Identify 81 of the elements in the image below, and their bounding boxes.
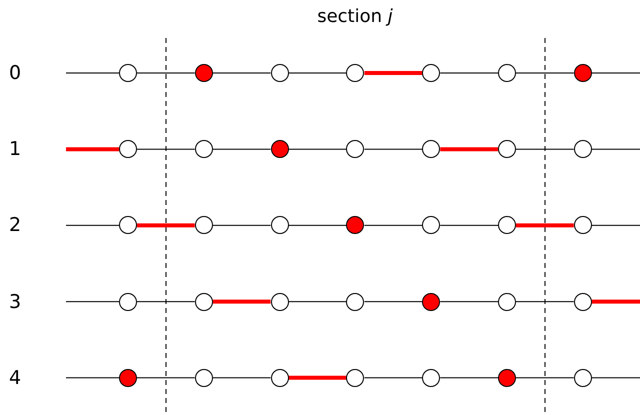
line-segment: [364, 224, 423, 226]
line-segment: [364, 301, 423, 302]
line-segment: [440, 72, 498, 74]
line-segment: [66, 301, 120, 302]
row-label: 2: [9, 214, 22, 236]
line-segment: [440, 377, 498, 378]
title: section j: [317, 6, 393, 28]
line-segment: [136, 72, 196, 74]
line-segment: [212, 377, 272, 378]
node-circle: [270, 292, 289, 311]
node-circle: [119, 292, 137, 311]
row-label: 0: [9, 62, 22, 84]
line-segment: [288, 148, 347, 150]
node-circle: [119, 216, 137, 234]
node-circle: [498, 216, 516, 234]
node-circle: [574, 368, 592, 387]
filled-node-dot: [194, 64, 213, 82]
line-segment: [137, 223, 195, 228]
node-circle: [574, 140, 592, 158]
node-circle: [346, 64, 364, 82]
line-segment: [212, 224, 272, 226]
line-segment: [516, 223, 574, 228]
row-label: 4: [9, 366, 22, 389]
line-segment: [212, 72, 272, 74]
node-circle: [270, 64, 289, 82]
node-circle: [270, 368, 289, 387]
node-circle: [194, 216, 213, 234]
line-segment: [288, 224, 347, 226]
node-circle: [422, 368, 440, 387]
line-segment: [364, 148, 423, 150]
node-circle: [422, 140, 440, 158]
line-segment: [591, 377, 640, 378]
line-segment: [66, 377, 120, 378]
node-circle: [119, 140, 137, 158]
line-segment: [516, 377, 574, 378]
line-segment: [136, 377, 196, 378]
node-circle: [498, 292, 516, 311]
line-segment: [288, 376, 346, 380]
node-circle: [498, 140, 516, 158]
line-segment: [136, 148, 196, 150]
filled-node-dot: [422, 292, 440, 311]
node-circle: [270, 216, 289, 234]
node-circle: [194, 140, 213, 158]
line-segment: [212, 300, 271, 304]
node-circle: [574, 216, 592, 234]
line-segment: [591, 72, 640, 74]
line-segment: [591, 224, 640, 226]
node-circle: [346, 368, 364, 387]
node-circle: [422, 64, 440, 82]
filled-node-dot: [498, 368, 516, 387]
line-segment: [136, 301, 196, 302]
line-segment: [212, 148, 272, 150]
line-segment: [440, 224, 498, 226]
node-circle: [498, 64, 516, 82]
line-segment: [66, 72, 120, 74]
line-segment: [66, 147, 119, 152]
node-circle: [422, 216, 440, 234]
filled-node-dot: [346, 216, 364, 234]
filled-node-dot: [270, 140, 289, 158]
filled-node-dot: [119, 368, 137, 387]
line-segment: [516, 301, 574, 302]
node-circle: [119, 64, 137, 82]
line-segment: [66, 224, 120, 226]
row-label: 3: [9, 290, 22, 313]
node-circle: [194, 368, 213, 387]
row-label: 1: [9, 138, 22, 160]
line-segment: [516, 148, 574, 150]
line-segment: [364, 71, 422, 75]
node-circle: [194, 292, 213, 311]
line-segment: [440, 301, 498, 302]
line-segment: [592, 300, 640, 304]
filled-node-dot: [574, 64, 592, 82]
line-segment: [591, 148, 640, 150]
line-segment: [364, 377, 423, 378]
node-circle: [346, 140, 364, 158]
node-circle: [346, 292, 364, 311]
line-segment: [288, 72, 347, 74]
line-segment: [440, 147, 498, 152]
node-circle: [574, 292, 592, 311]
line-segment: [288, 301, 347, 302]
line-segment: [516, 72, 574, 74]
